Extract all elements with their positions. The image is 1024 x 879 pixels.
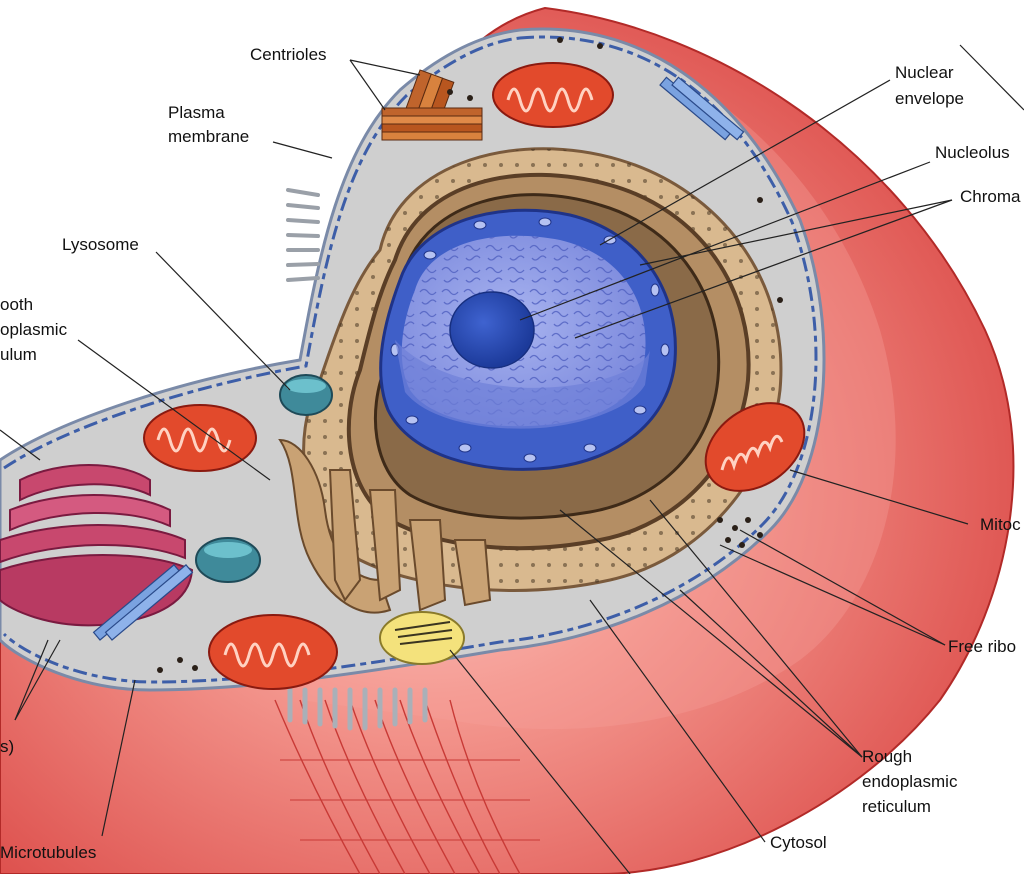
label-rough-er-2: endoplasmic [862, 772, 958, 791]
centrioles [381, 69, 483, 141]
label-plasma-membrane-2: membrane [168, 127, 249, 146]
label-nuclear-envelope-1: Nuclear [895, 63, 954, 82]
mitochondrion-bottom [208, 614, 338, 690]
nucleolus [449, 291, 535, 369]
mitochondrion-left [143, 404, 257, 472]
label-free-ribosomes: Free ribo [948, 637, 1016, 656]
leader-lines [0, 44, 1024, 875]
nucleus-cut-plane [395, 340, 650, 429]
microvilli-fringe [274, 699, 540, 875]
lysosome-lower [195, 537, 261, 583]
rough-er-cisternae [278, 438, 492, 614]
nuclear-pores [390, 217, 670, 463]
microtubules-bottom [92, 564, 194, 641]
label-smooth-er-1: ooth [0, 295, 33, 314]
label-partial-left: s) [0, 737, 14, 756]
label-centrioles: Centrioles [250, 45, 327, 64]
free-ribosomes [157, 37, 783, 673]
label-cytosol: Cytosol [770, 833, 827, 852]
label-mitochondria: Mitoc [980, 515, 1021, 534]
cytoskeleton-network [2, 35, 818, 684]
label-smooth-er-3: ulum [0, 345, 37, 364]
label-nucleolus: Nucleolus [935, 143, 1010, 162]
label-microtubules: Microtubules [0, 843, 96, 862]
lysosome-upper [279, 374, 333, 416]
vesicle [379, 611, 465, 665]
membrane-projections [286, 188, 320, 282]
label-plasma-membrane-1: Plasma [168, 103, 225, 122]
golgi-apparatus [0, 464, 194, 627]
mitochondrion-right [704, 402, 806, 492]
mitochondrion-top [492, 62, 614, 128]
label-rough-er-1: Rough [862, 747, 912, 766]
label-rough-er-3: reticulum [862, 797, 931, 816]
microvilli-top [287, 687, 428, 731]
label-smooth-er-2: oplasmic [0, 320, 68, 339]
microtubules-top [659, 76, 745, 141]
label-chromatin: Chroma [960, 187, 1021, 206]
label-nuclear-envelope-2: envelope [895, 89, 964, 108]
label-lysosome: Lysosome [62, 235, 139, 254]
